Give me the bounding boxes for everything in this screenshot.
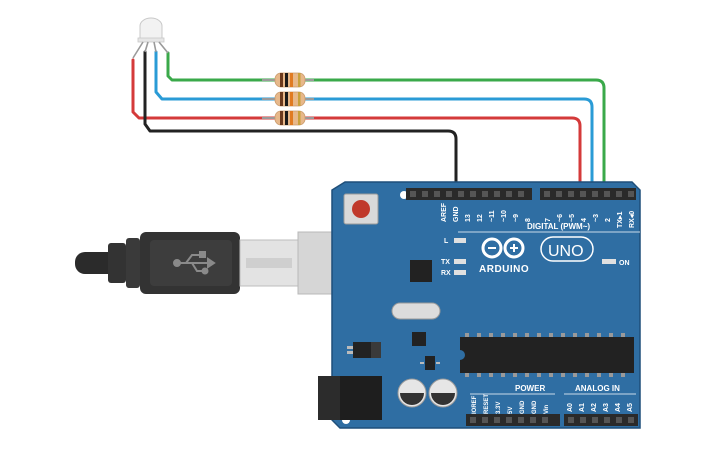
pin-label-gnd-1: GND (520, 400, 526, 414)
pin-label-5: ~5 (569, 214, 576, 222)
led-label-l: L (444, 238, 449, 245)
pin-label-3: ~3 (593, 214, 600, 222)
capacitor (428, 378, 458, 408)
resistor-icon[interactable] (262, 72, 314, 88)
pin-label-a0: A0 (567, 403, 574, 412)
resistor-icon[interactable] (262, 110, 314, 126)
arduino-logo (481, 237, 525, 259)
led-label-rx: RX (441, 270, 451, 277)
pin-label-ioref: IOREF (472, 395, 478, 414)
pin-label-a3: A3 (603, 403, 610, 412)
pin-label-aref: AREF (441, 202, 448, 222)
pin-label-10: ~10 (501, 210, 508, 222)
pin-label-2: 2 (605, 218, 612, 222)
usb-chip (410, 260, 432, 282)
uno-badge: UNO (540, 236, 594, 262)
capacitor (397, 378, 427, 408)
pin-label-a5: A5 (627, 403, 634, 412)
pin-label-reset: RESET (484, 394, 490, 414)
pin-label-rx0: RX◂0 (629, 211, 636, 228)
small-chip (412, 332, 426, 346)
pin-label-12: 12 (477, 214, 484, 222)
rgb-led[interactable] (132, 17, 169, 59)
wire-blue[interactable] (154, 50, 594, 195)
pin-label-gnd: GND (453, 206, 460, 222)
brand-label: ARDUINO (479, 264, 529, 275)
model-label: UNO (548, 243, 584, 260)
pin-label-7: 7 (545, 218, 552, 222)
atmega-chip (460, 333, 634, 377)
pin-label-4: 4 (581, 218, 588, 222)
resistor-icon[interactable] (262, 91, 314, 107)
pin-label-5v: 5V (508, 407, 514, 414)
analog-header (564, 414, 638, 426)
led-label-tx: TX (441, 259, 450, 266)
voltage-regulator (347, 342, 381, 358)
pin-label-13: 13 (465, 214, 472, 222)
pin-label-a2: A2 (591, 403, 598, 412)
pin-label-vin: Vin (544, 404, 550, 414)
led-indicators: L TX RX ON (441, 238, 630, 277)
pin-label-11: ~11 (489, 210, 496, 222)
wire-green[interactable] (166, 51, 606, 195)
pin-label-a1: A1 (579, 403, 586, 412)
pin-label-8: 8 (525, 218, 532, 222)
led-label-on: ON (619, 260, 630, 267)
power-jack[interactable] (318, 376, 382, 420)
arduino-uno-board[interactable]: AREF GND 13 12 ~11 ~10 ~9 8 7 ~6 ~5 4 ~3… (331, 181, 641, 429)
pin-label-gnd-2: GND (532, 400, 538, 414)
usb-icon (173, 251, 216, 275)
wires (131, 50, 606, 195)
analog-title: ANALOG IN (575, 384, 620, 393)
digital-title: DIGITAL (PWM~) (527, 222, 590, 231)
wire-black[interactable] (143, 50, 458, 195)
pin-label-3v3: 3.3V (496, 402, 502, 414)
reset-button[interactable] (343, 193, 379, 225)
resistors (262, 72, 314, 126)
rgb-led-icon (139, 17, 163, 41)
pin-label-6: ~6 (557, 214, 564, 222)
pin-label-tx1: TX▸1 (617, 212, 624, 228)
power-header (466, 414, 560, 426)
digital-header (406, 188, 636, 200)
pin-label-9: ~9 (513, 214, 520, 222)
pin-label-a4: A4 (615, 403, 622, 412)
power-title: POWER (515, 384, 545, 393)
crystal (391, 302, 441, 320)
